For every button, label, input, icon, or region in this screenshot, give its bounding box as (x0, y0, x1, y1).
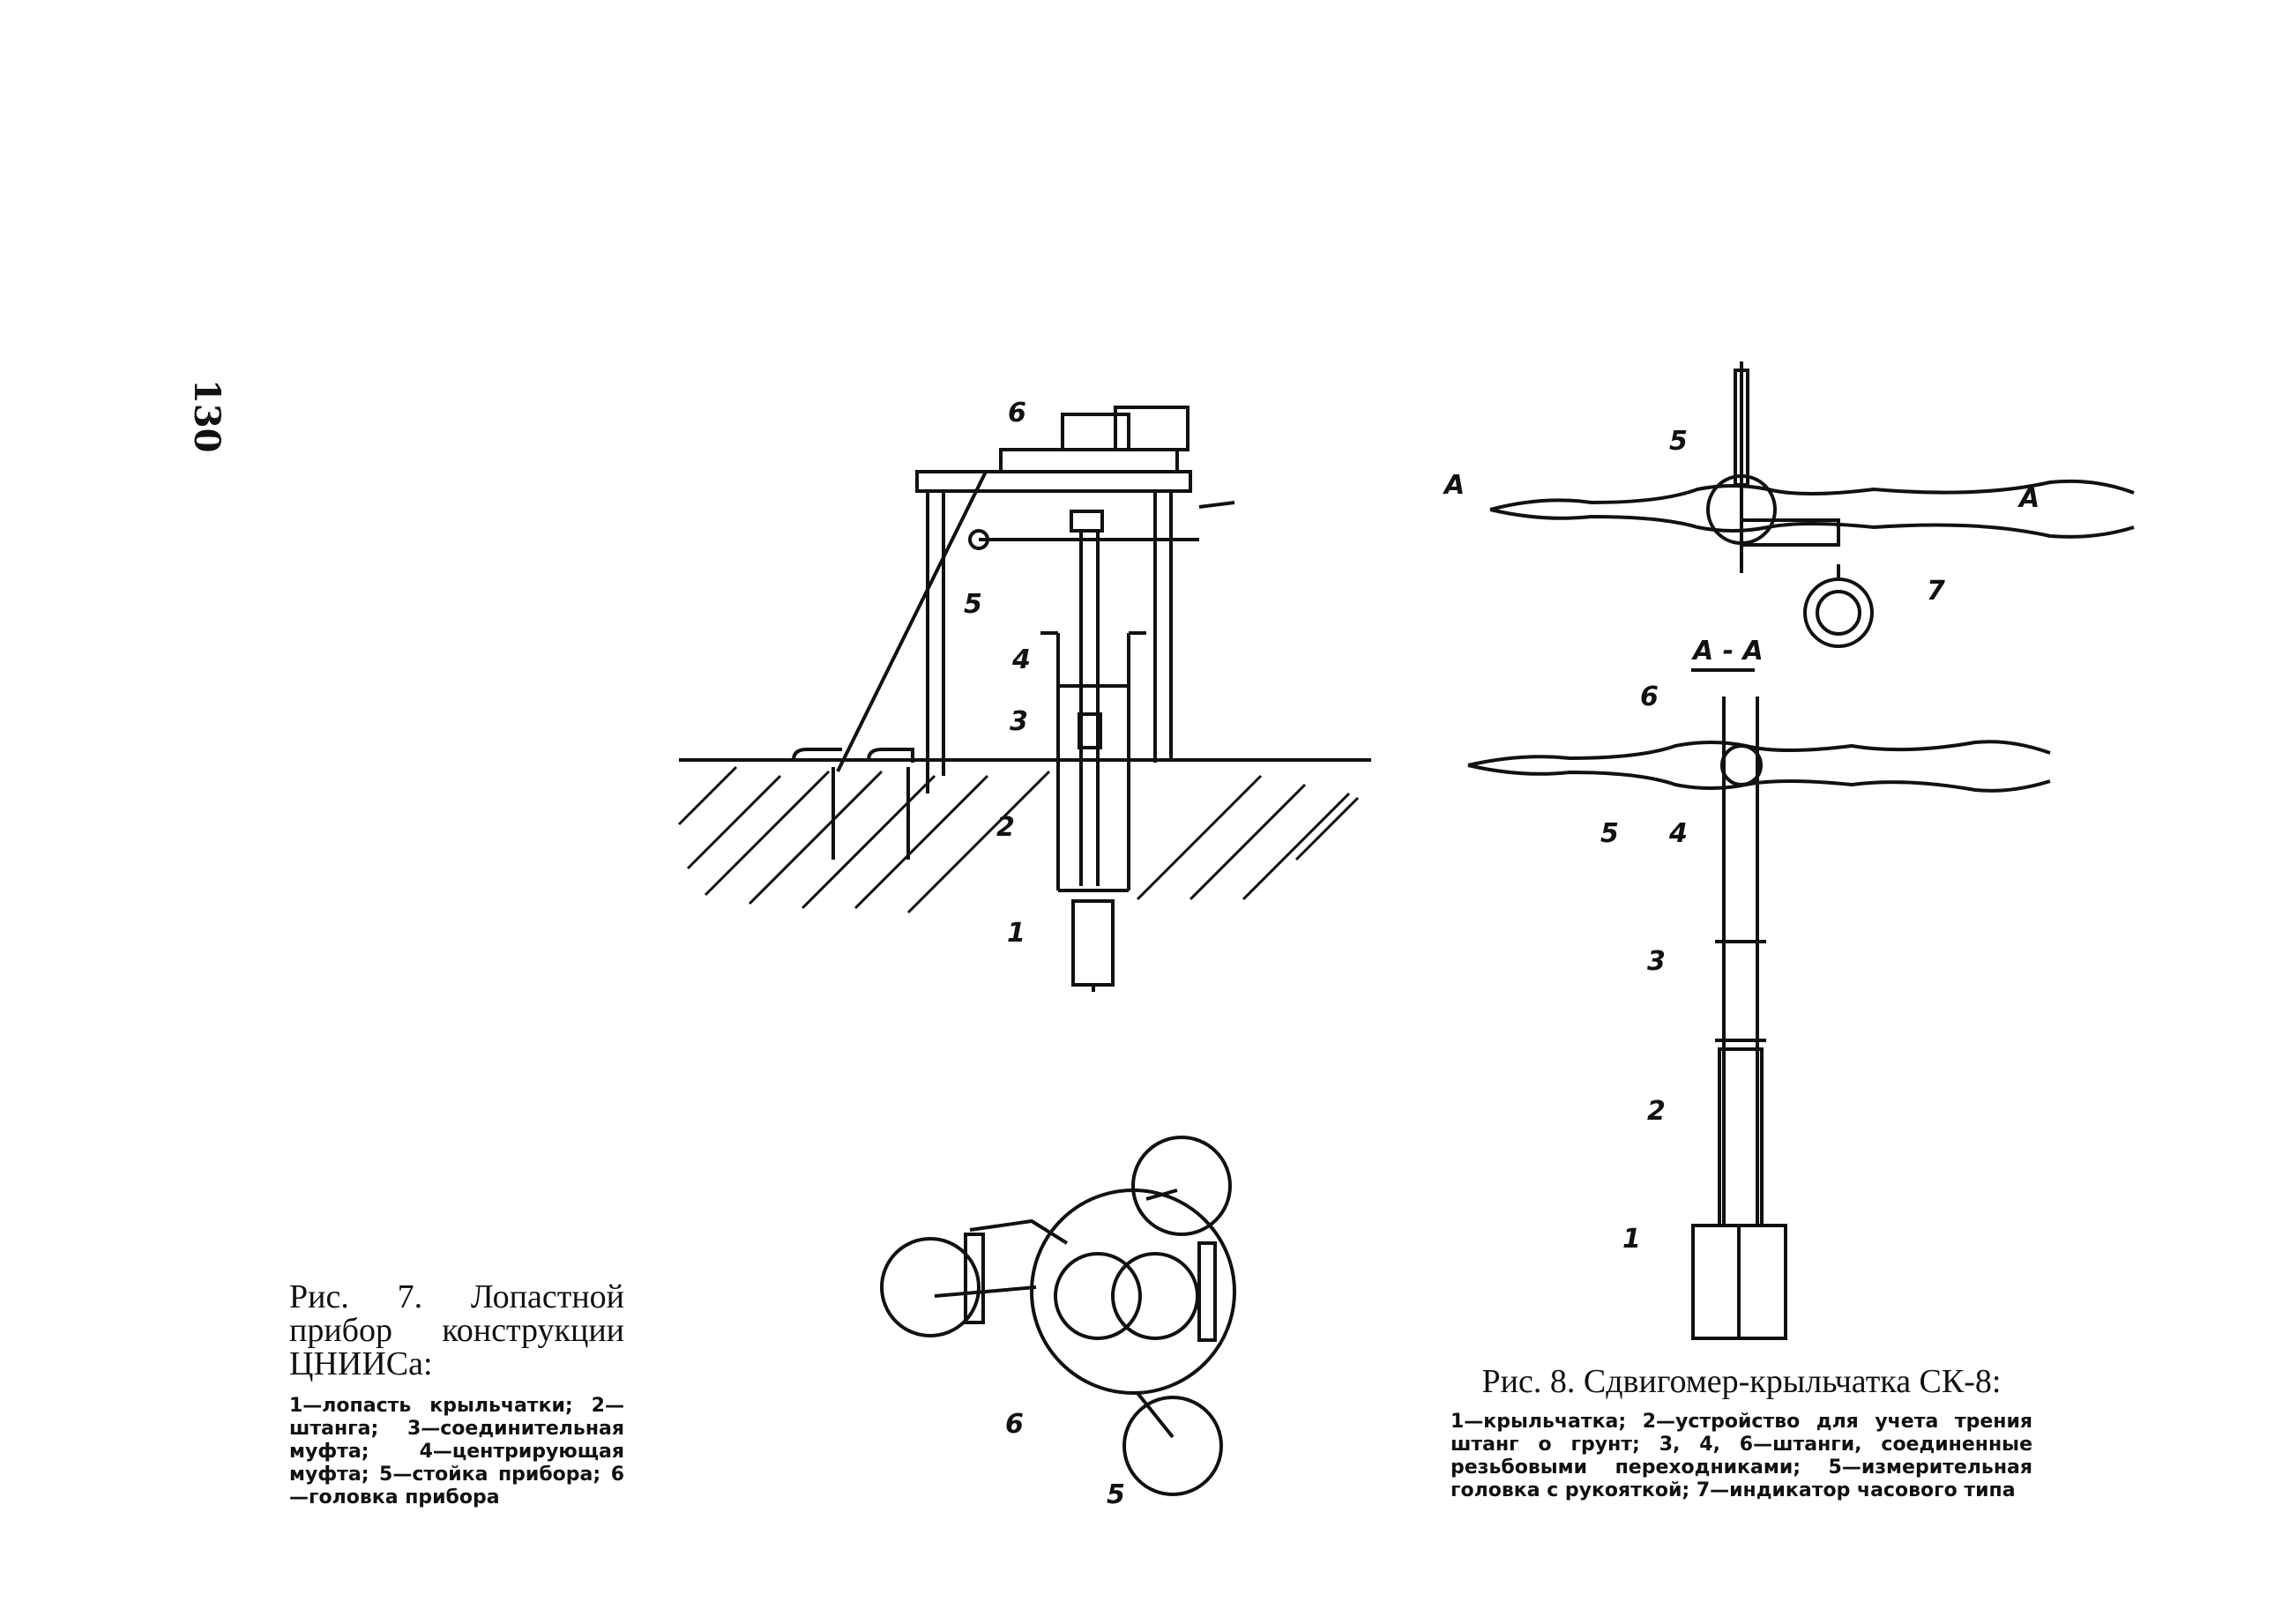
fig8-label-a-left: A (1443, 470, 1465, 501)
figure-7-caption-body: 1—лопасть крыльчатки; 2—штанга; 3—соедин… (289, 1395, 624, 1509)
fig8-label-5-top: 5 (1669, 426, 1688, 457)
figure-8-caption-body: 1—крыльчатка; 2—устройство для учета тре… (1450, 1411, 2032, 1501)
figure-7-caption-title: Рис. 7. Лопастной прибор конструкции ЦНИ… (289, 1278, 624, 1382)
fig8-label-5: 5 (1600, 818, 1619, 849)
fig7-label-3: 3 (1010, 706, 1028, 737)
fig8-label-a-right: A (2017, 483, 2040, 514)
fig8-label-3: 3 (1647, 946, 1666, 977)
fig7-label-5: 5 (964, 589, 982, 620)
fig8-label-4: 4 (1668, 818, 1688, 849)
fig7-label-5-head: 5 (1107, 1479, 1125, 1510)
fig7-label-6-top: 6 (1008, 398, 1026, 428)
fig8-label-2: 2 (1647, 1096, 1666, 1127)
fig7-label-2: 2 (996, 812, 1015, 843)
fig8-label-6: 6 (1640, 682, 1659, 712)
figure-8-caption-title: Рис. 8. Сдвигомер-крыльчатка СК-8: (1481, 1363, 2002, 1400)
fig8-label-section: А - А (1691, 636, 1764, 667)
fig7-label-1: 1 (1007, 918, 1025, 949)
fig8-label-7: 7 (1927, 576, 1945, 607)
fig7-label-4: 4 (1011, 644, 1031, 675)
fig7-label-6-head: 6 (1005, 1409, 1024, 1440)
fig8-label-1: 1 (1622, 1224, 1641, 1255)
